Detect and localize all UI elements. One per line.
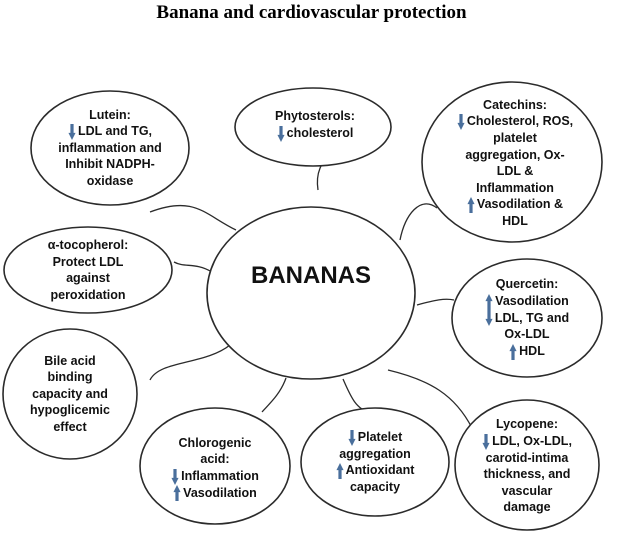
tocopherol-line: Protect LDL: [52, 254, 124, 269]
chlorogenic-title: acid:: [200, 452, 230, 467]
tocopherol-title: α-tocopherol:: [47, 238, 129, 252]
catechins-title: Catechins:: [483, 97, 547, 112]
bile-text: Bile acid binding capacity and hypoglice…: [8, 348, 132, 440]
lycopene-line: LDL, Ox-LDL,: [482, 433, 572, 450]
quercetin-line: LDL, TG and: [485, 310, 569, 327]
lutein-effect-1: LDL and TG,: [77, 124, 153, 139]
lutein-line: Inhibit NADPH-: [65, 157, 155, 172]
node-platelet: [300, 407, 450, 517]
up-arrow-icon: [509, 344, 517, 360]
tocopherol-line: against: [66, 271, 110, 285]
chlorogenic-line: Inflammation: [171, 468, 259, 485]
tocopherol-text: α-tocopherol: Protect LDL against peroxi…: [14, 234, 162, 306]
connector-bile: [149, 344, 231, 381]
bile-line: binding: [47, 370, 93, 385]
lycopene-effect-1: LDL, Ox-LDL,: [492, 433, 572, 448]
phytosterols-text: Phytosterols: cholesterol: [240, 100, 390, 150]
lutein-line: LDL and TG,: [68, 123, 152, 140]
platelet-line: Platelet: [348, 429, 402, 446]
quercetin-line: Ox-LDL: [504, 327, 550, 342]
up-arrow-icon: [467, 197, 475, 213]
quercetin-line: Vasodilation: [485, 293, 569, 310]
connector-catechins: [399, 203, 438, 241]
lycopene-text: Lycopene: LDL, Ox-LDL, carotid-intima th…: [460, 410, 594, 522]
platelet-line: Antioxidant: [336, 462, 415, 479]
platelet-effect-1: Platelet: [357, 429, 403, 444]
down-arrow-icon: [482, 434, 490, 450]
catechins-line: LDL &: [496, 164, 534, 178]
quercetin-line: HDL: [509, 343, 545, 360]
quercetin-effect-3: HDL: [519, 343, 545, 358]
catechins-line: Cholesterol, ROS,: [457, 113, 573, 130]
bile-line: hypoglicemic: [30, 403, 110, 418]
connector-lycopene: [387, 369, 473, 429]
platelet-line: aggregation: [339, 446, 411, 461]
down-arrow-icon: [171, 469, 179, 485]
connector-platelet: [342, 378, 371, 413]
catechins-line: HDL: [502, 213, 528, 228]
node-phytosterols: [234, 87, 392, 167]
bile-line: capacity and: [32, 386, 108, 401]
bile-line: Bile acid: [44, 353, 96, 368]
chlorogenic-text: Chlorogenic acid: Inflammation Vasodilat…: [148, 430, 282, 506]
catechins-text: Catechins: Cholesterol, ROS, platelet ag…: [440, 86, 590, 240]
chlorogenic-effect-1: Inflammation: [181, 468, 259, 483]
up-arrow-icon: [336, 463, 344, 479]
chlorogenic-line: Vasodilation: [173, 485, 257, 502]
tocopherol-line: peroxidation: [50, 287, 126, 302]
quercetin-title: Quercetin:: [495, 277, 559, 292]
chlorogenic-effect-2: Vasodilation: [183, 485, 257, 500]
quercetin-effect-1: Vasodilation: [495, 293, 569, 308]
up-arrow-icon: [485, 294, 493, 310]
node-bile: [2, 328, 138, 460]
catechins-line: aggregation, Ox-: [465, 147, 565, 162]
quercetin-text: Quercetin: Vasodilation LDL, TG and Ox-L…: [462, 270, 592, 366]
down-arrow-icon: [485, 310, 493, 326]
down-arrow-icon: [277, 126, 285, 142]
down-arrow-icon: [457, 114, 465, 130]
diagram-title: Banana and cardiovascular protection: [156, 2, 467, 23]
phytosterols-line: cholesterol: [277, 125, 354, 142]
lycopene-line: carotid-intima: [485, 450, 569, 465]
lutein-text: Lutein: LDL and TG, inflammation and Inh…: [33, 96, 187, 200]
catechins-line: Inflammation: [476, 180, 554, 195]
node-tocopherol: [3, 226, 173, 314]
catechins-line: Vasodilation &: [467, 196, 563, 213]
node-quercetin: [451, 258, 603, 378]
catechins-line: platelet: [493, 131, 537, 145]
node-catechins: [421, 81, 603, 243]
lutein-title: Lutein:: [89, 107, 131, 122]
down-arrow-icon: [348, 430, 356, 446]
lycopene-title: Lycopene:: [495, 417, 559, 432]
down-arrow-icon: [68, 124, 76, 140]
lycopene-line: thickness, and: [483, 467, 571, 482]
chlorogenic-title: Chlorogenic: [178, 435, 252, 450]
node-lutein: [30, 90, 190, 206]
platelet-line: capacity: [349, 479, 401, 494]
quercetin-effect-2: LDL, TG and: [494, 310, 570, 325]
connector-phytosterols: [316, 163, 324, 191]
connector-quercetin: [416, 298, 455, 306]
lutein-line: inflammation and: [58, 140, 162, 155]
platelet-text: Platelet aggregation Antioxidant capacit…: [308, 424, 442, 500]
center-node: [206, 206, 416, 380]
phytosterols-title: Phytosterols:: [275, 109, 355, 124]
connector-tocopherol: [173, 261, 213, 273]
center-label: BANANAS: [251, 262, 371, 289]
node-lycopene: [454, 399, 600, 531]
bile-line: effect: [53, 419, 87, 434]
lutein-line: oxidase: [86, 173, 134, 188]
connector-chlorogenic: [261, 377, 287, 413]
lycopene-line: vascular: [501, 483, 553, 498]
connector-lutein: [149, 204, 237, 231]
platelet-effect-2: Antioxidant: [345, 463, 415, 477]
catechins-effect-2: Vasodilation &: [476, 197, 564, 211]
up-arrow-icon: [173, 485, 181, 501]
phytosterols-effect-1: cholesterol: [286, 125, 354, 140]
lycopene-line: damage: [503, 500, 551, 515]
catechins-effect-1: Cholesterol, ROS,: [466, 114, 574, 129]
